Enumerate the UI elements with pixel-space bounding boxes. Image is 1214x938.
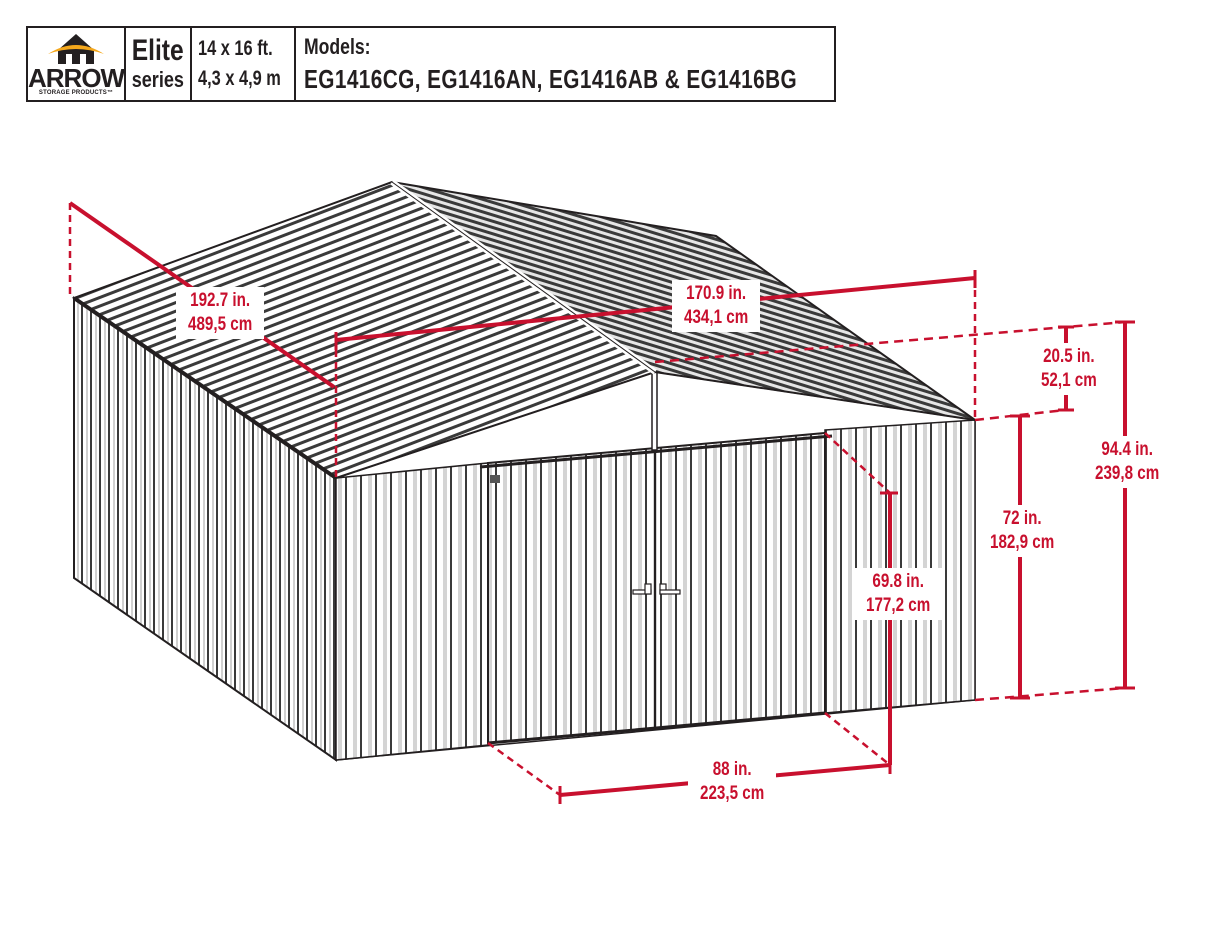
total-height-label: 94.4 in. 239,8 cm xyxy=(1083,436,1172,488)
series-name: Elite xyxy=(131,34,184,67)
side-depth-imperial: 192.7 in. xyxy=(190,290,251,311)
models-label: Models: xyxy=(303,34,371,59)
gable-rise-label: 20.5 in. 52,1 cm xyxy=(1030,343,1108,395)
title-block: ARROW STORAGE PRODUCTS™ Elite series 14 … xyxy=(26,26,836,102)
side-depth-label: 192.7 in. 489,5 cm xyxy=(176,287,265,339)
wall-height-metric: 182,9 cm xyxy=(990,532,1055,553)
gable-post xyxy=(651,371,658,451)
series-cell: Elite series xyxy=(126,28,192,100)
gable-rise-imperial: 20.5 in. xyxy=(1043,346,1095,367)
double-door xyxy=(479,431,833,745)
brand-name: ARROW xyxy=(28,63,125,93)
door-height-imperial: 69.8 in. xyxy=(872,571,924,592)
series-label: series xyxy=(131,67,184,92)
size-imperial: 14 x 16 ft. xyxy=(197,37,273,60)
total-height-imperial: 94.4 in. xyxy=(1101,439,1153,460)
dimension-lines xyxy=(68,201,1135,804)
lock-icon xyxy=(490,475,500,483)
brand-tagline: STORAGE PRODUCTS™ xyxy=(38,90,114,96)
gable-rise-metric: 52,1 cm xyxy=(1040,370,1097,391)
house-logo-icon xyxy=(48,34,105,64)
models-cell: Models: EG1416CG, EG1416AN, EG1416AB & E… xyxy=(296,28,920,100)
wall-height-imperial: 72 in. xyxy=(1002,508,1042,529)
side-depth-metric: 489,5 cm xyxy=(188,314,253,335)
wall-height-label: 72 in. 182,9 cm xyxy=(978,505,1067,557)
door-handles[interactable] xyxy=(632,583,681,595)
front-width-metric: 434,1 cm xyxy=(684,307,749,328)
front-width-label: 170.9 in. 434,1 cm xyxy=(672,280,761,332)
door-width-label: 88 in. 223,5 cm xyxy=(688,756,777,808)
size-metric: 4,3 x 4,9 m xyxy=(197,67,281,90)
total-height-metric: 239,8 cm xyxy=(1095,463,1160,484)
door-width-imperial: 88 in. xyxy=(712,759,752,780)
front-width-imperial: 170.9 in. xyxy=(686,283,747,304)
size-cell: 14 x 16 ft. 4,3 x 4,9 m xyxy=(192,28,296,100)
door-width-metric: 223,5 cm xyxy=(700,783,765,804)
door-height-label: 69.8 in. 177,2 cm xyxy=(854,568,943,620)
door-height-metric: 177,2 cm xyxy=(866,595,931,616)
brand-logo: ARROW STORAGE PRODUCTS™ xyxy=(28,28,127,100)
front-wall xyxy=(335,419,976,761)
models-list: EG1416CG, EG1416AN, EG1416AB & EG1416BG xyxy=(303,64,797,94)
